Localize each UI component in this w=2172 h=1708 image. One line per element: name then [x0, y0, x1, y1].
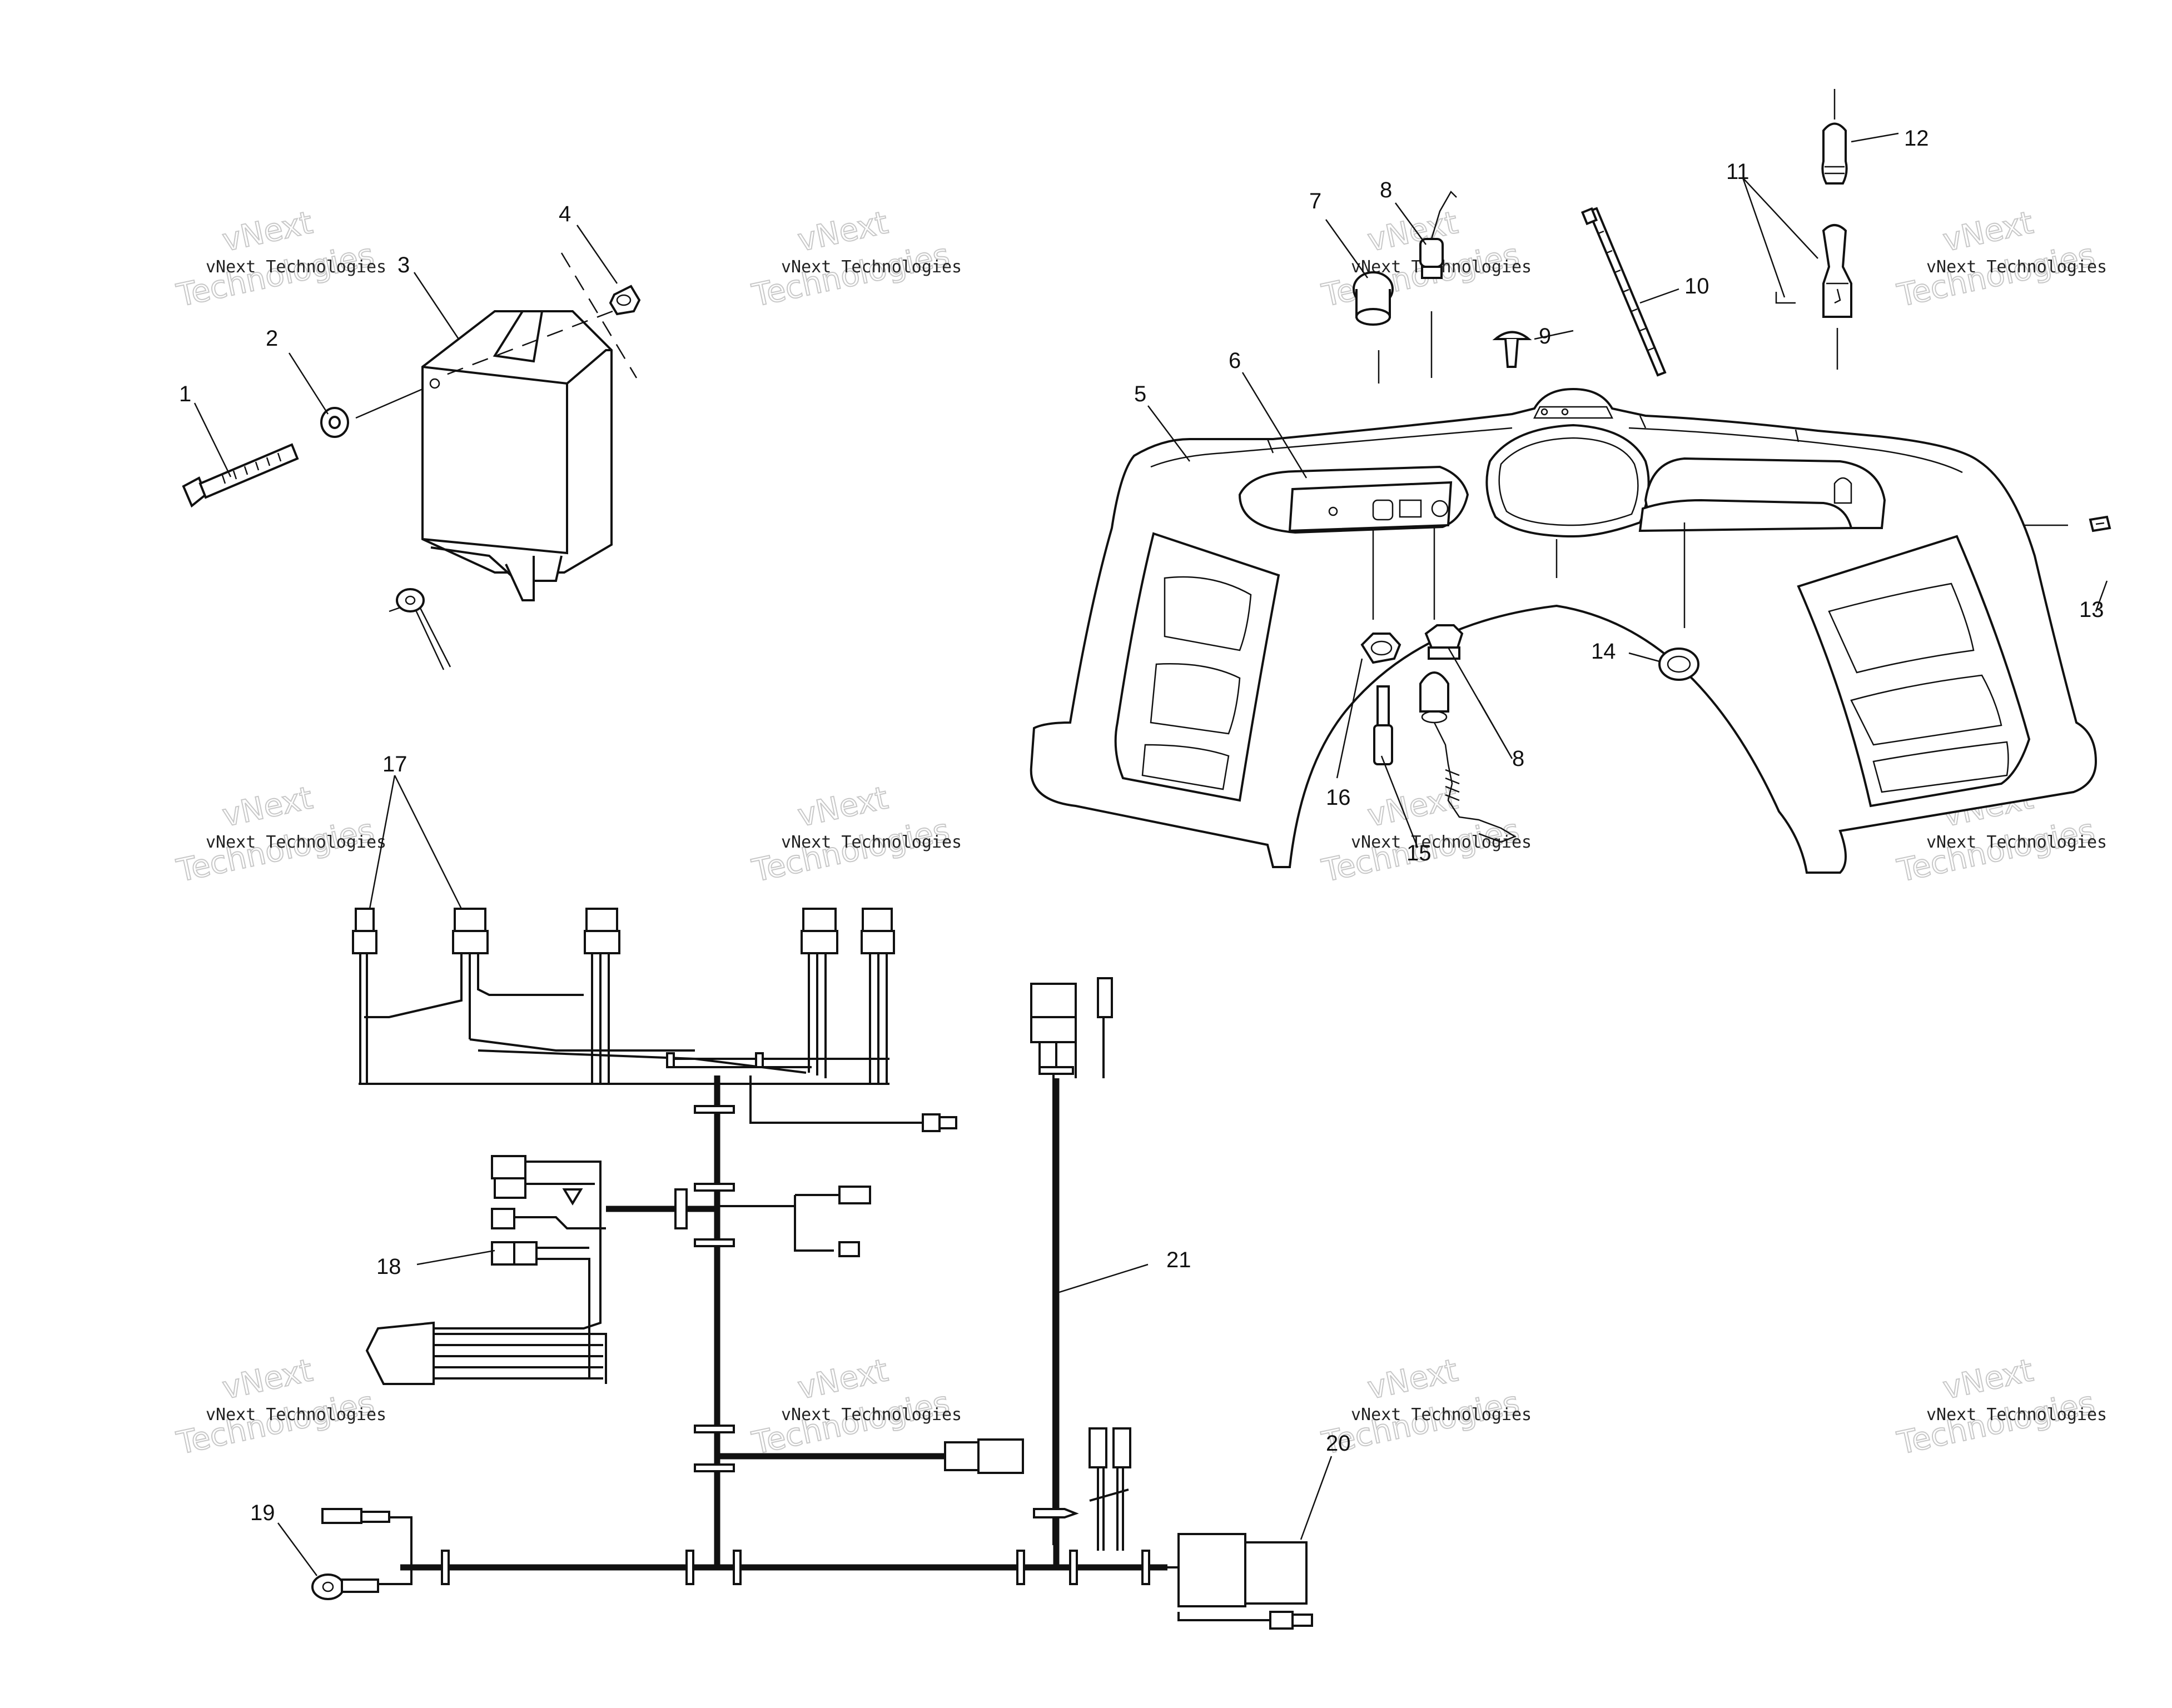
leader-line [444, 310, 613, 376]
watermark: vNext Technologies vNext Technologies [1893, 1352, 2107, 1462]
nut-part [609, 285, 641, 316]
svg-text:vNext: vNext [794, 205, 891, 259]
callout-17: 17 [382, 752, 407, 776]
bulb-holder-part [1775, 224, 1852, 370]
connector [801, 908, 838, 1078]
watermark: vNext Technologies vNext Technologies [748, 204, 962, 315]
connector [584, 908, 620, 1084]
svg-text:vNext Technologies: vNext Technologies [1926, 833, 2107, 852]
watermark: vNext Technologies vNext Technologies [748, 1352, 962, 1462]
svg-text:vNext Technologies: vNext Technologies [1351, 1405, 1532, 1425]
watermark: vNext Technologies vNext Technologies [173, 779, 386, 890]
callout-20: 20 [1326, 1431, 1351, 1456]
callout-9: 9 [1539, 324, 1551, 348]
svg-text:vNext Technologies: vNext Technologies [1926, 257, 2107, 277]
connector [861, 908, 895, 1084]
callout-1: 1 [179, 382, 191, 406]
grommet-part [1658, 648, 1699, 681]
callout-13: 13 [2079, 597, 2104, 622]
connector-group [365, 1155, 717, 1385]
watermark: vNext Technologies vNext Technologies [173, 1352, 386, 1462]
watermark: vNext Technologies vNext Technologies [1318, 1352, 1532, 1462]
callout-8-top: 8 [1380, 178, 1392, 202]
svg-text:vNext: vNext [1364, 1352, 1461, 1407]
leader-lines [193, 132, 2108, 1576]
connector [1167, 1533, 1313, 1630]
cdi-box-assembly [182, 252, 641, 670]
watermark: vNext Technologies vNext Technologies [1893, 204, 2107, 315]
callout-5: 5 [1134, 382, 1146, 406]
callout-12: 12 [1904, 126, 1929, 151]
nut-part [1360, 633, 1401, 664]
bulb-part [1821, 89, 1848, 185]
callout-21: 21 [1166, 1248, 1191, 1272]
watermark: vNext Technologies vNext Technologies [173, 204, 386, 315]
wire-harness [311, 908, 1313, 1630]
callout-2: 2 [266, 326, 278, 351]
watermark: vNext Technologies vNext Technologies [748, 779, 962, 890]
svg-text:vNext Technologies: vNext Technologies [1926, 1405, 2107, 1425]
svg-text:vNext Technologies: vNext Technologies [206, 1405, 386, 1425]
svg-text:vNext: vNext [219, 780, 316, 834]
callout-4: 4 [559, 202, 571, 226]
switch-part [1419, 190, 1457, 378]
svg-text:vNext: vNext [794, 1352, 891, 1407]
callout-8-bottom: 8 [1512, 746, 1524, 771]
callout-18: 18 [376, 1254, 401, 1279]
callout-3: 3 [397, 253, 410, 277]
bolt-part [182, 443, 299, 508]
cable-tie-part [1580, 207, 1667, 377]
washer-part [320, 407, 349, 438]
callout-7: 7 [1309, 189, 1321, 213]
callout-16: 16 [1326, 785, 1351, 810]
leader-line [355, 388, 423, 419]
svg-text:vNext Technologies: vNext Technologies [206, 257, 386, 277]
svg-text:vNext: vNext [1364, 780, 1461, 834]
watermark: vNext Technologies vNext Technologies [1318, 779, 1532, 890]
callout-15: 15 [1406, 841, 1432, 865]
dash-hardware [1360, 624, 1699, 843]
callouts: 1 2 3 4 5 6 7 8 9 10 11 12 13 14 15 16 8… [179, 126, 2104, 1525]
svg-text:vNext: vNext [1940, 205, 2036, 259]
callout-11: 11 [1726, 160, 1749, 184]
svg-text:vNext Technologies: vNext Technologies [206, 833, 386, 852]
push-clip-part [1492, 331, 1532, 368]
pin-part [1373, 685, 1393, 765]
svg-text:vNext: vNext [219, 1352, 316, 1407]
svg-text:vNext Technologies: vNext Technologies [781, 1405, 962, 1425]
dash-panel-part [1030, 387, 2098, 874]
connector [352, 908, 377, 1084]
callout-14: 14 [1591, 639, 1616, 664]
switch-parts [1353, 89, 2111, 532]
callout-19: 19 [250, 1501, 275, 1525]
svg-text:vNext Technologies: vNext Technologies [781, 257, 962, 277]
svg-text:vNext: vNext [1940, 1352, 2036, 1407]
knob-part [1353, 271, 1394, 384]
svg-text:vNext Technologies: vNext Technologies [781, 833, 962, 852]
screw-part [2018, 515, 2111, 532]
svg-text:vNext: vNext [219, 205, 316, 259]
callout-6: 6 [1229, 348, 1241, 373]
cdi-box-part [421, 310, 613, 601]
connector [364, 908, 584, 1039]
svg-text:vNext: vNext [794, 780, 891, 834]
svg-text:vNext: vNext [1364, 205, 1461, 259]
switch-part [1419, 624, 1517, 843]
callout-10: 10 [1684, 274, 1709, 298]
svg-text:vNext Technologies: vNext Technologies [1351, 833, 1532, 852]
ground-wire-terminal [389, 588, 451, 670]
